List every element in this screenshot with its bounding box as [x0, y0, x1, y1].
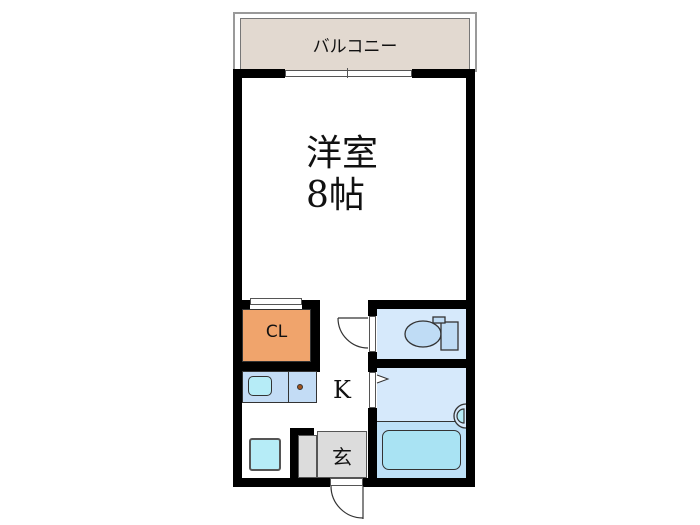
bathtub-icon — [382, 430, 461, 470]
bathroom-door[interactable] — [369, 372, 376, 408]
washbasin-icon — [453, 403, 467, 429]
closet-wall-bottom — [233, 362, 320, 371]
entrance — [317, 431, 367, 478]
room-size: 8帖 — [306, 175, 365, 216]
wall-top-right — [412, 69, 474, 78]
entrance-label: 玄 — [332, 445, 352, 469]
balcony — [240, 18, 470, 71]
toilet-icon — [404, 316, 459, 351]
entrance-wall-v — [290, 428, 298, 483]
closet-wall-right — [311, 300, 320, 372]
balcony-window[interactable] — [285, 70, 412, 77]
front-door-swing-icon — [330, 485, 364, 519]
wet-wall-left-top — [368, 300, 377, 316]
room-type: 洋室 — [306, 133, 379, 174]
toilet-wall-top — [368, 300, 468, 309]
wall-top-left — [233, 69, 285, 78]
toilet-door[interactable] — [369, 316, 376, 352]
wall-bottom-left — [233, 478, 330, 487]
stove-icon — [297, 384, 303, 390]
entrance-wall-h — [290, 428, 314, 435]
front-door[interactable] — [330, 478, 363, 486]
wall-right — [466, 69, 475, 487]
counter-divider — [288, 371, 289, 403]
window-divider — [347, 68, 348, 78]
wall-bottom-right — [363, 478, 475, 487]
western-room-label: 洋室 8帖 — [306, 133, 378, 217]
toilet-door-swing-icon — [337, 317, 369, 349]
wet-wall-left-bottom — [368, 408, 377, 487]
closet — [242, 309, 311, 362]
toilet-wall-bottom — [368, 359, 468, 368]
fridge-icon — [249, 438, 281, 471]
kitchen-label: K — [333, 376, 351, 404]
shoe-box — [298, 435, 317, 478]
closet-wall-top — [233, 300, 250, 309]
wall-left — [233, 69, 242, 487]
closet-doors[interactable] — [250, 298, 302, 305]
balcony-label: バルコニー — [312, 37, 398, 57]
door-marker-icon — [376, 374, 390, 384]
closet-label: CL — [265, 322, 288, 342]
sink-icon — [248, 376, 272, 396]
